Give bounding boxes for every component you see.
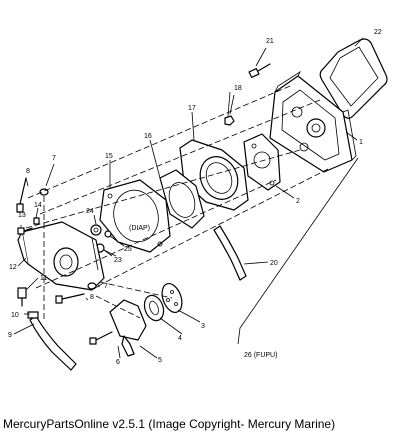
label-6: 6 <box>116 359 120 366</box>
part-6-screw[interactable] <box>89 331 113 345</box>
leader-lines <box>13 37 364 359</box>
part-14-clip[interactable] <box>33 217 40 225</box>
part-24-washer[interactable] <box>90 224 102 236</box>
part-10-clamp[interactable] <box>27 311 39 319</box>
label-23: 23 <box>114 257 122 264</box>
label-3: 3 <box>201 323 205 330</box>
label-20: 20 <box>270 260 278 267</box>
exploded-parts-diagram: 22 21 18 17 1 16 15 2 (DIAP) 24 25 23 20… <box>8 29 388 371</box>
part-4-ring[interactable] <box>141 293 167 324</box>
label-7-top: 7 <box>52 155 56 162</box>
label-13: 13 <box>18 212 26 219</box>
label-25: 25 <box>124 246 132 253</box>
label-17: 17 <box>188 105 196 112</box>
part-11-fitting[interactable] <box>17 287 27 307</box>
label-7-lower: 7 <box>104 283 108 290</box>
label-14: 14 <box>34 202 42 209</box>
label-24: 24 <box>86 208 94 215</box>
part-20-hose[interactable] <box>213 225 247 281</box>
part-12-housing[interactable] <box>17 221 105 291</box>
label-1: 1 <box>359 139 363 146</box>
label-22: 22 <box>374 29 382 36</box>
part-16-gasket[interactable] <box>159 169 205 229</box>
label-16: 16 <box>144 133 152 140</box>
part-22-gasket[interactable] <box>319 38 388 119</box>
part-18-nut[interactable] <box>224 94 235 126</box>
label-18: 18 <box>234 85 242 92</box>
label-15: 15 <box>105 153 113 160</box>
label-10: 10 <box>11 312 19 319</box>
part-15-diaphragm[interactable] <box>99 179 171 253</box>
label-8-lower: 8 <box>90 294 94 301</box>
label-5: 5 <box>158 357 162 364</box>
part-25-fitting[interactable] <box>104 230 112 238</box>
label-8-top: 8 <box>26 168 30 175</box>
part-2-plate[interactable] <box>243 133 281 191</box>
label-26-fupu: 26 (FUPU) <box>244 352 277 359</box>
label-4: 4 <box>178 335 182 342</box>
callout-labels: 22 21 18 17 1 16 15 2 (DIAP) 24 25 23 20… <box>8 29 382 366</box>
label-2: 2 <box>296 198 300 205</box>
label-21: 21 <box>266 38 274 45</box>
label-11: 11 <box>40 275 47 282</box>
label-12: 12 <box>9 264 17 271</box>
assembly-lines <box>25 85 331 320</box>
part-8-bolt-lower[interactable] <box>55 293 85 304</box>
label-9: 9 <box>8 332 12 339</box>
part-5-cover[interactable] <box>109 299 147 357</box>
part-9-hose[interactable] <box>29 315 77 371</box>
part-21-bolt[interactable] <box>248 47 271 79</box>
part-13-screw[interactable] <box>17 227 33 235</box>
copyright-caption: MercuryPartsOnline v2.5.1 (Image Copyrig… <box>3 417 336 431</box>
label-diap: (DIAP) <box>129 225 150 232</box>
part-8-bolt-top[interactable] <box>16 177 27 213</box>
part-1-pump-body[interactable] <box>269 70 357 173</box>
